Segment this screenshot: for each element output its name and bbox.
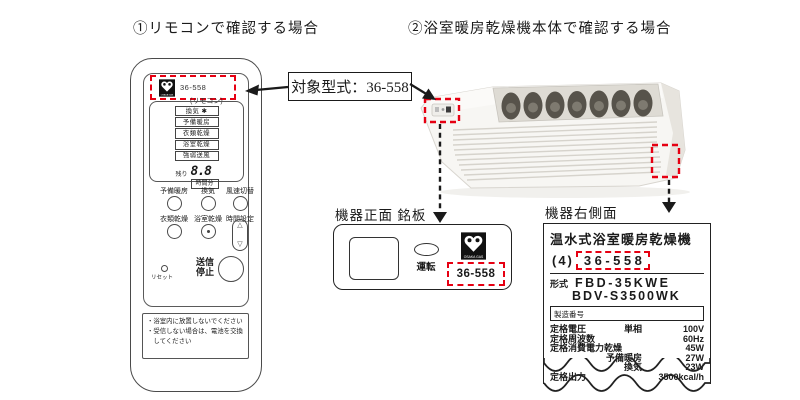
unit-section-title: ②浴室暖房乾燥機本体で確認する場合	[408, 21, 672, 37]
front-nameplate-highlight	[423, 97, 461, 124]
timer-down-icon: ▽	[237, 241, 243, 248]
timer-updown-control: △ ▽	[232, 219, 248, 251]
lcd-mode-preheat: 予備暖房	[174, 117, 219, 128]
lcd-remaining-row: 残り 8.8	[175, 162, 219, 178]
note-line-3: してください	[147, 337, 192, 345]
dashed-arrow-head-side	[662, 202, 676, 213]
nameplate-mark-1	[435, 107, 439, 112]
front-plate-window	[349, 237, 399, 280]
spec-name: 定格周波数	[550, 333, 596, 344]
torn-wave-2	[543, 374, 710, 392]
side-plate-caption: 機器右側面	[545, 206, 618, 221]
side-label-highlight	[650, 143, 681, 179]
remote-caution-note: ・浴室内に放置しないでください ・受信しない場合は、電池を交換 してください	[142, 313, 249, 359]
side-model-highlight: 36-558	[575, 251, 651, 270]
remote-section-title: ①リモコンで確認する場合	[133, 21, 319, 37]
spec-qualifier: 単相	[623, 324, 642, 334]
nameplate-mark-2	[441, 108, 445, 111]
front-plate-model-highlight: 36-558	[447, 262, 505, 286]
lcd-mode-airflow: 強弱送風	[174, 150, 219, 162]
remote-lcd: 換気 ✱ 予備暖房 衣類乾燥 浴室乾燥 強弱送風 残り 8.8 時間分	[149, 101, 244, 189]
spec-qualifier: 予備暖房	[605, 352, 642, 363]
product-name: 温水式浴室暖房乾燥機	[550, 232, 693, 247]
spec-label-torn-edge	[543, 358, 711, 392]
spec-row-power-preheat: 予備暖房 27W	[550, 352, 704, 364]
osaka-gas-logo-icon	[461, 232, 486, 260]
spec-value: 100V	[682, 324, 704, 334]
fan-icon: ✱	[201, 107, 208, 115]
vent-button	[201, 196, 216, 211]
remote-model-highlight-box: 36-558	[150, 75, 236, 100]
run-label: 運転	[416, 262, 436, 273]
spec-value: 3500kcal/h	[658, 371, 704, 382]
preheat-button	[167, 196, 182, 211]
type-row: 形式 FBD-35KWE	[550, 276, 704, 290]
button-label-vent: 換気	[201, 188, 215, 195]
front-plate-caption: 機器正面 銘板	[335, 208, 427, 223]
spec-row-frequency: 定格周波数 60Hz	[550, 333, 704, 345]
send-stop-label: 送信 停止	[194, 257, 216, 278]
button-label-bath-dry: 浴室乾燥	[194, 216, 222, 223]
front-plate-box: 運転 36-558	[333, 224, 512, 290]
lcd-mode-clothes-dry: 衣類乾燥	[174, 128, 219, 139]
unit-shadow	[440, 186, 690, 198]
lcd-remaining-label: 残り	[175, 172, 188, 179]
spec-value: 45W	[685, 343, 704, 354]
clothes-dry-button	[167, 224, 182, 239]
unit-grille-lines	[452, 121, 662, 181]
dashed-arrow-head-front	[433, 212, 447, 223]
model-prefix: (4)	[552, 253, 574, 268]
lcd-mode-bath-dry: 浴室乾燥	[174, 139, 219, 150]
send-stop-button	[218, 256, 244, 282]
model-line: (4) 36-558	[550, 249, 704, 274]
lcd-mode-vent: 換気 ✱	[174, 106, 219, 117]
remote-panel: 36-558 (リモコン) 換気 ✱ 予備暖房 衣類乾燥 浴室乾燥 強弱送風 残…	[143, 73, 254, 307]
bath-dry-button-dot	[206, 229, 210, 233]
spec-row-voltage: 定格電圧 単相 100V	[550, 324, 704, 335]
stop-label: 停止	[195, 266, 214, 277]
spec-row-power-dry: 定格消費電力乾燥 45W	[550, 344, 704, 354]
spec-name: 定格消費電力乾燥	[550, 343, 623, 354]
remote-model-number: 36-558	[180, 83, 207, 92]
note-line-1: ・浴室内に放置しないでください	[147, 318, 243, 325]
spec-row-output: 定格出力 3500kcal/h	[550, 371, 704, 383]
timer-up-icon: △	[237, 222, 243, 229]
button-label-preheat: 予備暖房	[160, 188, 188, 195]
bath-dry-button	[201, 224, 216, 239]
button-label-clothes-dry: 衣類乾燥	[160, 216, 188, 223]
type-value-2: BDV-S3500WK	[572, 289, 681, 303]
lcd-remaining-value: 8.8	[190, 164, 213, 180]
spec-row-power-vent: 換気 23W	[550, 363, 704, 373]
lcd-time-unit: 時間分	[190, 179, 219, 189]
fanspeed-button	[233, 196, 248, 211]
spec-qualifier: 換気	[623, 362, 642, 373]
type-label: 形式	[550, 279, 569, 289]
type-value-1: FBD-35KWE	[575, 276, 671, 290]
unit-right-face	[661, 83, 685, 178]
osaka-gas-logo-icon	[159, 79, 175, 97]
run-indicator-lamp	[414, 243, 439, 256]
unit-fan-louvers	[501, 89, 653, 120]
nameplate-mark-logo	[446, 106, 451, 113]
lcd-mode-vent-label: 換気	[185, 107, 200, 115]
button-label-fanspeed: 風速切替	[226, 188, 254, 195]
spec-value: 27W	[685, 352, 704, 363]
serial-number-box: 製造番号	[550, 306, 704, 321]
spec-table: 定格電圧 単相 100V 定格周波数 60Hz 定格消費電力乾燥 45W 予備暖…	[550, 324, 704, 384]
spec-value: 23W	[685, 362, 704, 373]
spec-name: 定格出力	[550, 371, 587, 382]
reset-label: リセット	[150, 275, 173, 281]
lcd-indicator-column: 換気 ✱ 予備暖房 衣類乾燥 浴室乾燥 強弱送風 残り 8.8 時間分	[174, 106, 219, 189]
torn-wave-1	[543, 358, 710, 372]
bath-unit-photo	[420, 82, 690, 198]
note-line-2: ・受信しない場合は、電池を交換	[147, 327, 243, 335]
target-model-box: 対象型式：36-558	[288, 72, 412, 101]
spec-value: 60Hz	[682, 333, 704, 344]
spec-name: 定格電圧	[550, 324, 587, 334]
send-label: 送信	[195, 257, 214, 267]
remote-control: 36-558 (リモコン) 換気 ✱ 予備暖房 衣類乾燥 浴室乾燥 強弱送風 残…	[130, 58, 262, 392]
reset-button	[161, 265, 168, 272]
